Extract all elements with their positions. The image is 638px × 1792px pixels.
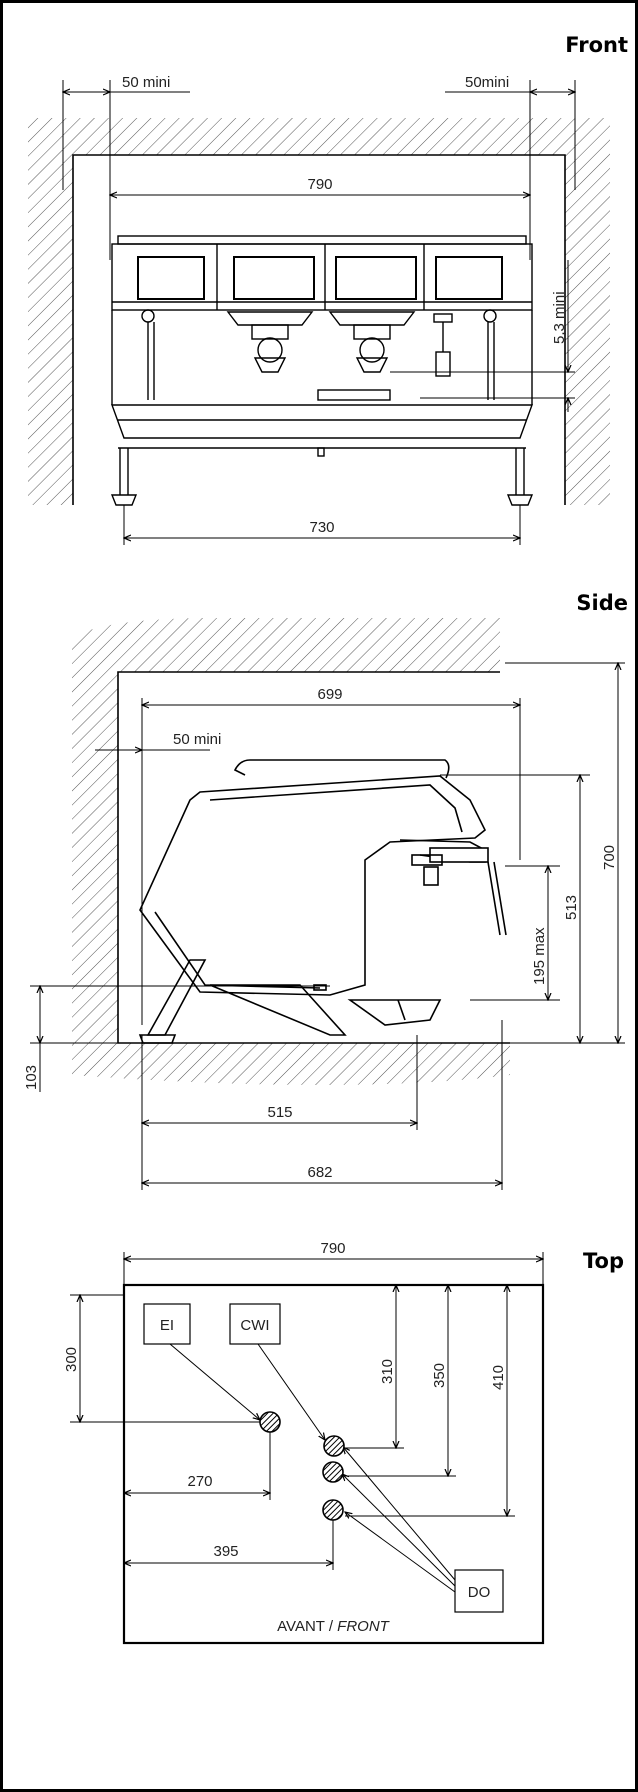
front-gap-label: 5,3 mini xyxy=(551,291,568,344)
ei-pipe-icon xyxy=(259,1411,281,1433)
side-walls xyxy=(72,618,510,1085)
front-clearance-right-label: 50mini xyxy=(465,74,509,91)
top-offset-ei-label: 270 xyxy=(187,1473,212,1490)
side-feet-height-label: 103 xyxy=(23,1065,40,1090)
top-offset-do-label: 395 xyxy=(213,1543,238,1560)
side-feet-span-label: 515 xyxy=(267,1104,292,1121)
ei-box xyxy=(143,1303,191,1345)
top-view: Top 790 EI CWI DO 300 310 xyxy=(63,1240,624,1645)
do-label: DO xyxy=(468,1584,491,1601)
top-width-label: 790 xyxy=(320,1240,345,1257)
front-clearance-left-label: 50 mini xyxy=(122,74,170,91)
side-view: Side 699 50 mini xyxy=(23,591,628,1190)
side-clearance-label: 50 mini xyxy=(173,731,221,748)
cwi-pipe-icon xyxy=(323,1435,345,1457)
side-cup-height-label: 195 max xyxy=(531,927,548,985)
front-machine xyxy=(110,235,534,506)
front-walls xyxy=(28,118,610,505)
front-view: Front 50 mini 50mini 790 xyxy=(28,33,628,545)
top-title: Top xyxy=(583,1249,624,1273)
side-depth-top-label: 699 xyxy=(317,686,342,703)
ei-label: EI xyxy=(160,1317,174,1334)
top-depth-cwi-label: 310 xyxy=(379,1359,396,1384)
top-depth-do2-label: 410 xyxy=(490,1365,507,1390)
side-title: Side xyxy=(576,591,628,615)
do-pipe-icon xyxy=(322,1461,344,1483)
front-title: Front xyxy=(565,33,628,57)
do-pipe-icon xyxy=(322,1499,344,1521)
front-caption: AVANT / FRONT xyxy=(277,1618,391,1635)
top-depth-do1-label: 350 xyxy=(431,1363,448,1388)
front-width-bottom-label: 730 xyxy=(309,519,334,536)
front-width-top-label: 790 xyxy=(307,176,332,193)
top-outline xyxy=(122,1283,545,1645)
side-height-total-label: 700 xyxy=(601,845,618,870)
cwi-label: CWI xyxy=(240,1317,269,1334)
side-height-upper-label: 513 xyxy=(563,895,580,920)
do-box xyxy=(454,1569,504,1613)
top-depth-ei-label: 300 xyxy=(63,1347,80,1372)
cwi-box xyxy=(229,1303,281,1345)
side-depth-bottom-label: 682 xyxy=(307,1164,332,1181)
side-machine xyxy=(138,759,507,1044)
